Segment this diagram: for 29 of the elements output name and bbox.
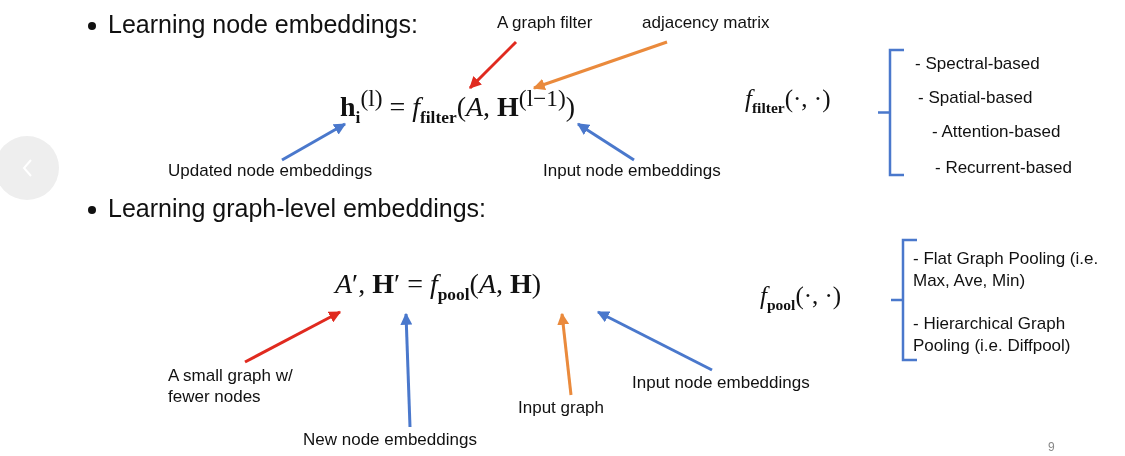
list-item: - Flat Graph Pooling (i.e. Max, Ave, Min) bbox=[913, 248, 1100, 292]
heading: Learning graph-level embeddings: bbox=[108, 194, 487, 223]
arrow bbox=[596, 310, 713, 372]
annotation-label: Input node embeddings bbox=[543, 160, 753, 181]
formula: A′, H′ = f$_{pool}$(A, H) bbox=[335, 268, 542, 311]
list-item: - Attention-based bbox=[932, 121, 1061, 143]
list-item: - Recurrent-based bbox=[935, 157, 1073, 179]
page-number: 9 bbox=[1048, 439, 1055, 456]
annotation-label: A graph filter bbox=[497, 12, 617, 33]
annotation-label: Updated node embeddings bbox=[168, 160, 398, 181]
arrow bbox=[400, 312, 413, 428]
heading: Learning node embeddings: bbox=[108, 10, 418, 39]
annotation-label: A small graph w/ fewer nodes bbox=[168, 365, 328, 407]
function-label: f$_{filter}$(·, ·) bbox=[745, 85, 831, 117]
arrow bbox=[557, 312, 573, 396]
annotation-label: adjacency matrix bbox=[642, 12, 792, 33]
annotation-label: Input graph bbox=[518, 397, 628, 418]
function-label: f$_{pool}$(·, ·) bbox=[760, 282, 842, 314]
arrow bbox=[577, 122, 635, 162]
list-item: - Spatial-based bbox=[918, 87, 1033, 109]
arrow bbox=[244, 310, 342, 364]
annotation-label: New node embeddings bbox=[303, 429, 513, 450]
arrow bbox=[281, 122, 347, 162]
formula: h$_{i}$$^{(l)}$ = f$_{filter}$(A, H$^{(l−1)}$) bbox=[340, 82, 576, 134]
arrow bbox=[468, 40, 518, 90]
list-item: - Spectral-based bbox=[915, 53, 1040, 75]
annotation-label: Input node embeddings bbox=[632, 372, 842, 393]
list-item: - Hierarchical Graph Pooling (i.e. Diffpool) bbox=[913, 313, 1072, 357]
arrow bbox=[532, 40, 668, 91]
